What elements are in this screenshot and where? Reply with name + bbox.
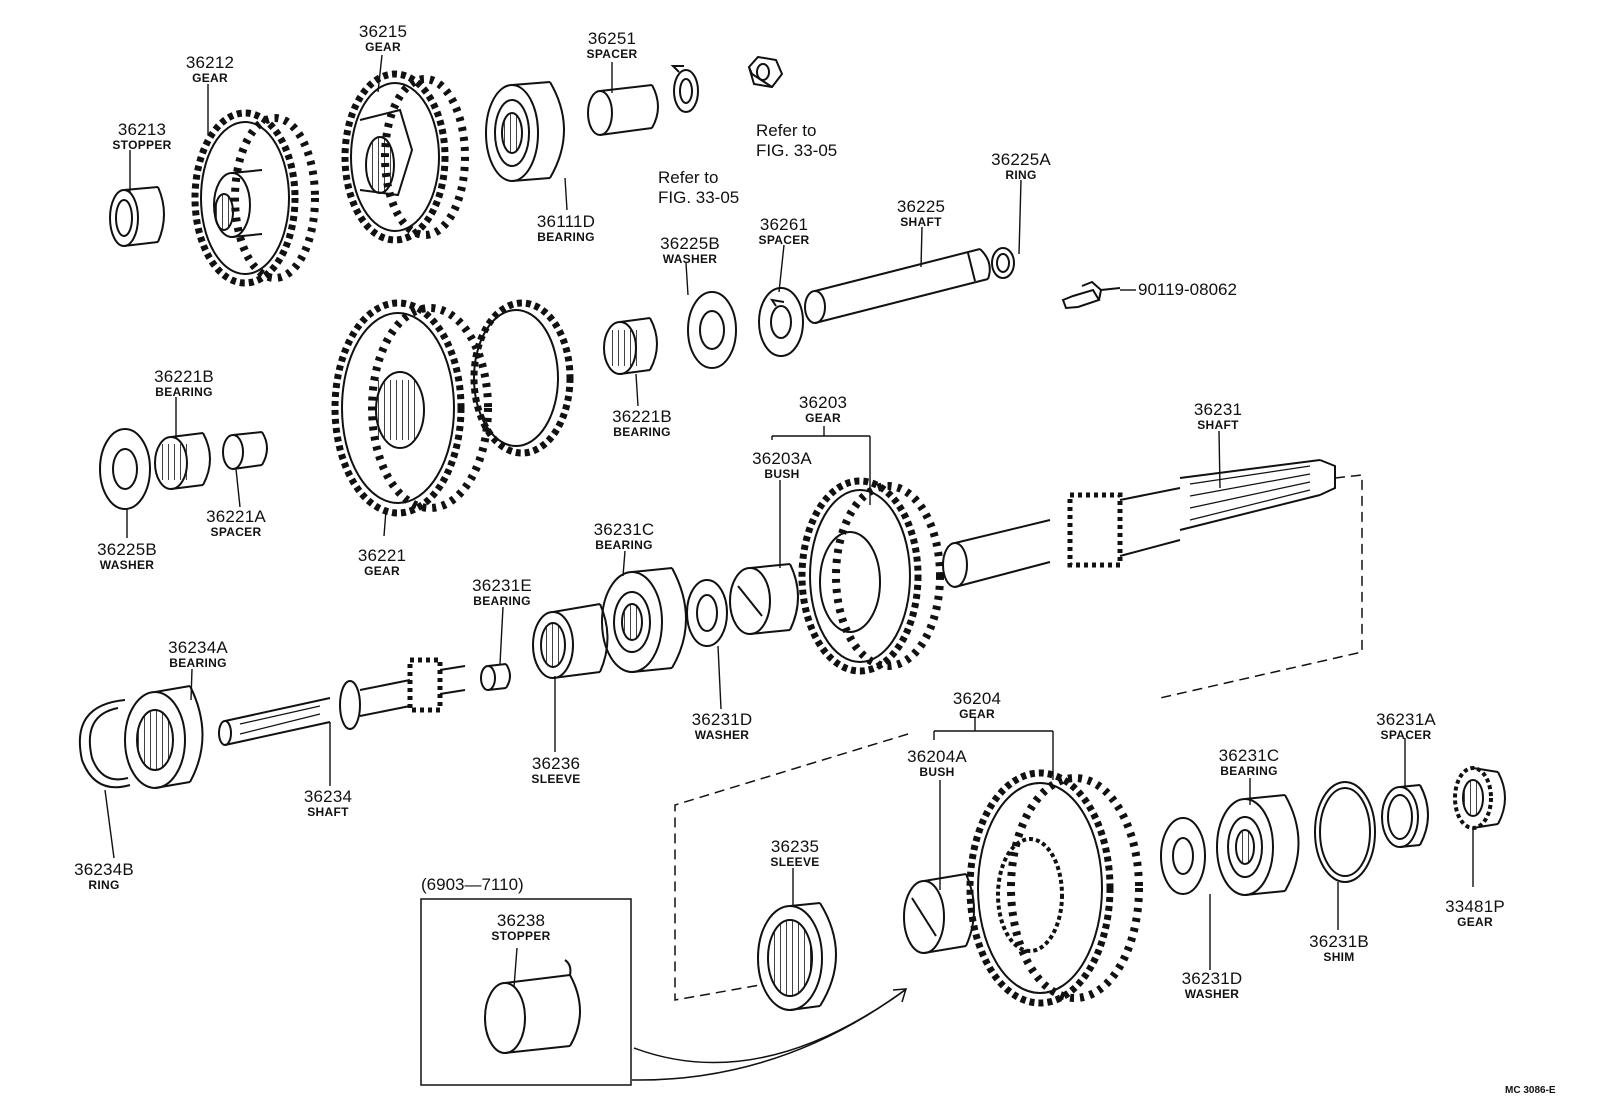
bearing-36231E-drawing bbox=[480, 663, 511, 691]
nut-drawing bbox=[747, 55, 784, 89]
shaft-36225-drawing bbox=[804, 248, 991, 324]
washer-36225B-left-drawing bbox=[99, 428, 151, 510]
date-range-label: (6903—7110) bbox=[421, 875, 524, 894]
bearing-36231C-right-drawing bbox=[1216, 794, 1300, 896]
washer-36231D-mid-drawing bbox=[686, 579, 728, 647]
bolt-drawing bbox=[1061, 280, 1121, 310]
sleeve-36235-drawing bbox=[757, 902, 837, 1011]
sleeve-36236-drawing bbox=[532, 603, 609, 679]
bush-36203A-drawing bbox=[729, 563, 799, 635]
spacer-36231A-drawing bbox=[1381, 784, 1429, 848]
spacer-36261-drawing bbox=[758, 287, 804, 357]
washer-36225B-top-drawing bbox=[687, 291, 737, 369]
spacer-36251-drawing bbox=[587, 84, 659, 136]
bolt-part-number: 90119-08062 bbox=[1138, 280, 1237, 299]
gear-33481P-drawing bbox=[1453, 766, 1506, 830]
figure-code: MC 3086-E bbox=[1505, 1085, 1556, 1096]
gear-36215-drawing bbox=[341, 70, 469, 244]
bearing-36231C-mid-drawing bbox=[601, 567, 687, 673]
gear-36203-drawing bbox=[798, 477, 944, 675]
assembly-arrow bbox=[631, 988, 908, 1081]
ring-36225A-drawing bbox=[991, 247, 1015, 279]
lock-washer-drawing bbox=[670, 65, 699, 113]
bearing-36221B-mid-drawing bbox=[603, 317, 658, 375]
gear-36212-drawing bbox=[191, 109, 319, 287]
shaft-36231-drawing bbox=[942, 459, 1336, 588]
gear-36221-drawing bbox=[331, 299, 574, 517]
shim-36231B-drawing bbox=[1314, 781, 1376, 883]
assembly-guide-lines bbox=[674, 474, 1363, 1001]
bearing-36111D-drawing bbox=[485, 81, 565, 182]
stopper-36238-inset bbox=[420, 898, 632, 1086]
shaft-36234-drawing bbox=[218, 657, 466, 746]
bearing-36234A-drawing bbox=[124, 685, 204, 789]
bush-36204A-drawing bbox=[903, 873, 975, 954]
leader-lines bbox=[104, 54, 1474, 988]
bearing-36221B-left-drawing bbox=[154, 432, 211, 490]
spacer-36221A-drawing bbox=[222, 431, 268, 470]
stopper-36213-drawing bbox=[109, 186, 165, 247]
ring-36234B-drawing bbox=[78, 699, 131, 789]
washer-36231D-right-drawing bbox=[1160, 817, 1206, 895]
gear-36204-drawing bbox=[966, 769, 1143, 1007]
